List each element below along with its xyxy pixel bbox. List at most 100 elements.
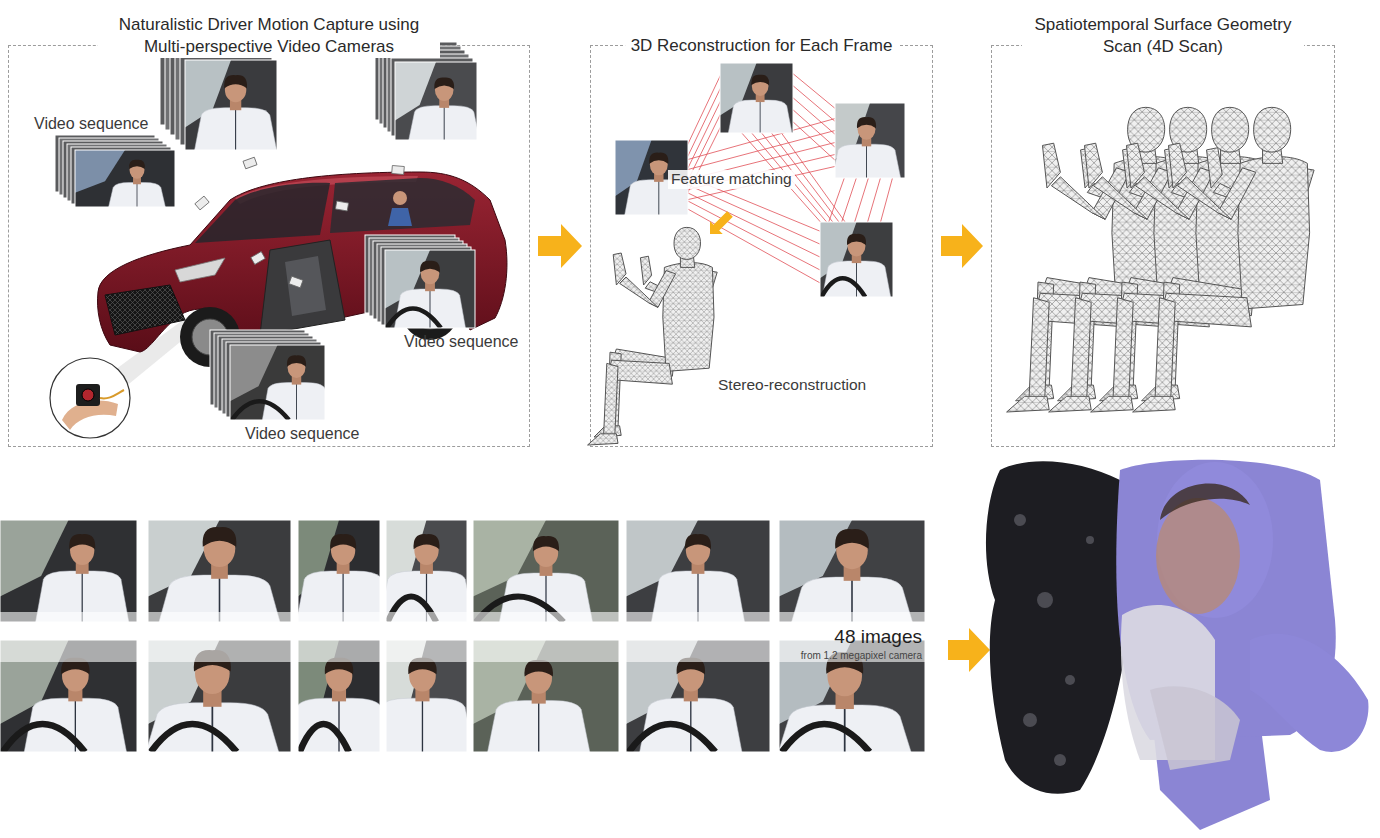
small-arrow bbox=[710, 211, 733, 234]
photo-frame bbox=[0, 520, 137, 622]
hair bbox=[857, 117, 876, 128]
photo-frame bbox=[720, 63, 793, 133]
strip-arrow bbox=[948, 628, 990, 672]
photo bbox=[75, 150, 175, 207]
driver-shirt bbox=[388, 208, 412, 226]
match-line bbox=[867, 176, 881, 224]
photo-frame bbox=[779, 640, 925, 752]
camera-marker bbox=[251, 252, 265, 265]
shirt-placket bbox=[338, 698, 339, 752]
shirt-placket bbox=[658, 180, 659, 215]
match-line bbox=[791, 84, 837, 123]
photo-frame bbox=[148, 520, 291, 622]
cloud-head bbox=[1157, 462, 1273, 618]
panel-heading: 3D Reconstruction for Each Frame bbox=[625, 35, 899, 57]
hair bbox=[847, 234, 866, 245]
steering-wheel bbox=[3, 724, 85, 752]
hair bbox=[751, 75, 769, 85]
mesh-figure bbox=[1133, 107, 1314, 412]
camera-marker bbox=[335, 201, 348, 211]
steering-wheel bbox=[151, 724, 237, 752]
cloud-speck bbox=[1023, 713, 1037, 727]
seat bbox=[285, 256, 326, 316]
hair bbox=[420, 261, 440, 273]
hair bbox=[129, 160, 145, 169]
headlight bbox=[175, 258, 225, 282]
mesh-part bbox=[1029, 298, 1049, 399]
hair bbox=[287, 355, 306, 366]
shirt-placket bbox=[137, 182, 138, 207]
hair bbox=[434, 77, 454, 89]
mesh-part bbox=[613, 253, 626, 285]
hair bbox=[524, 660, 553, 677]
windshield bbox=[195, 183, 330, 243]
cloud-arms bbox=[1250, 634, 1368, 752]
photo bbox=[626, 520, 770, 622]
photo-frame bbox=[298, 520, 380, 622]
match-line bbox=[828, 176, 845, 224]
photo-frame bbox=[835, 103, 905, 178]
photo bbox=[230, 345, 325, 420]
shirt-placket bbox=[856, 261, 857, 297]
steering-wheel bbox=[300, 724, 349, 752]
cloud-seat bbox=[986, 461, 1130, 793]
car-body bbox=[98, 172, 507, 352]
sequence-label: Video sequence bbox=[404, 332, 518, 351]
match-line bbox=[686, 200, 822, 271]
mesh-part bbox=[1071, 298, 1091, 399]
photo bbox=[298, 520, 380, 622]
shirt bbox=[298, 698, 380, 752]
mesh-part bbox=[1091, 396, 1134, 412]
mesh-part bbox=[1126, 143, 1144, 188]
shirt-placket bbox=[296, 383, 297, 421]
capture-illustration bbox=[50, 35, 507, 438]
mesh-part bbox=[1254, 107, 1291, 152]
flow-arrow bbox=[538, 224, 582, 268]
camera-wire bbox=[100, 390, 124, 398]
shirt-placket bbox=[760, 100, 761, 133]
cloud-arm-texture bbox=[1150, 686, 1240, 770]
hair bbox=[330, 534, 356, 549]
side-window bbox=[330, 178, 475, 233]
mesh-part bbox=[1155, 298, 1175, 399]
match-line bbox=[841, 176, 857, 224]
camera-inset bbox=[50, 358, 130, 438]
mesh-part bbox=[604, 363, 618, 435]
count-label: 48 images bbox=[834, 626, 922, 649]
step-label: Feature matching bbox=[668, 170, 795, 189]
panel-heading: Spatiotemporal Surface Geometry Scan (4D… bbox=[1022, 14, 1304, 58]
shirt bbox=[148, 703, 279, 752]
scan-illustration bbox=[1007, 107, 1314, 412]
cloud-speck bbox=[1037, 592, 1053, 608]
camera-marker bbox=[243, 157, 257, 169]
shirt bbox=[194, 108, 277, 150]
photo bbox=[720, 63, 793, 133]
shirt bbox=[262, 383, 325, 421]
sequence-label: Video sequence bbox=[245, 424, 359, 443]
photo-strip bbox=[0, 520, 990, 754]
shirt bbox=[728, 100, 792, 133]
mesh-part bbox=[1049, 396, 1092, 412]
shirt-placket bbox=[235, 108, 236, 150]
photo-frame bbox=[385, 250, 475, 328]
shirt-placket bbox=[690, 698, 691, 752]
mesh-part bbox=[1133, 396, 1176, 412]
match-line bbox=[791, 108, 837, 149]
steering-wheel bbox=[629, 724, 715, 752]
hair bbox=[533, 536, 559, 551]
camera-marker bbox=[289, 276, 303, 288]
shirt-placket bbox=[430, 289, 431, 328]
shirt-placket bbox=[422, 698, 423, 752]
grille bbox=[105, 285, 185, 335]
hair bbox=[835, 529, 869, 549]
mesh-part bbox=[674, 227, 700, 259]
shirt bbox=[108, 182, 166, 207]
shirt-placket bbox=[866, 144, 867, 178]
camera-marker bbox=[392, 165, 405, 174]
photo-frame bbox=[779, 520, 925, 622]
photo-frame bbox=[75, 150, 175, 207]
